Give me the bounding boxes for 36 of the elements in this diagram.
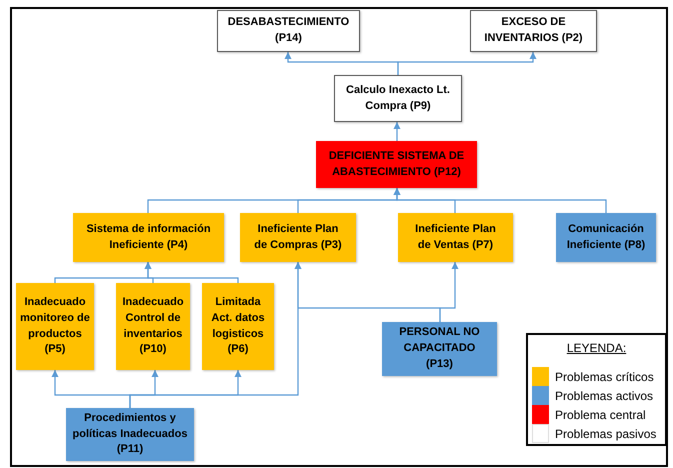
problem-box (556, 213, 656, 262)
legend-label: Problemas críticos (555, 370, 654, 384)
problem-box (382, 322, 497, 376)
problem-text: DEFICIENTE SISTEMA DE ABASTECIMIENTO (P12) (328, 148, 466, 180)
problem-text: Ineficiente Plan de Ventas (P7) (414, 222, 497, 252)
arrow (439, 262, 458, 322)
problem-text: Limitada Act. datos logisticos (P6) (210, 294, 266, 358)
problem-box (240, 213, 356, 262)
problem-box (116, 283, 190, 370)
arrow (394, 188, 607, 213)
problem-text: EXCESO DE INVENTARIOS (P2) (483, 15, 584, 46)
problem-box (316, 141, 477, 188)
arrow (144, 262, 239, 283)
problem-text: Comunicación Ineficiente (P8) (566, 222, 646, 252)
problem-box (398, 213, 513, 262)
problem-box (470, 10, 597, 52)
problem-text: DESABASTECIMIENTO (P14) (226, 15, 350, 46)
problem-text: Procedimientos y políticas Inadecuados (P11) (72, 410, 188, 458)
problem-text: Sistema de información Ineficiente (P4) (85, 222, 212, 252)
problem-box (66, 408, 194, 461)
problem-box (16, 283, 94, 370)
problem-text: Ineficiente Plan de Compras (P3) (254, 222, 342, 252)
problem-box (73, 213, 224, 262)
arrow (394, 122, 400, 141)
arrow (397, 52, 536, 75)
problem-text: Inadecuado monitoreo de productos (P5) (19, 294, 91, 358)
legend-label: Problemas pasivos (555, 426, 656, 440)
legend-title: LEYENDA: (566, 341, 628, 355)
problem-box (217, 10, 360, 52)
legend-label: Problema central (555, 408, 646, 422)
problem-text: Calculo Inexacto Lt. Compra (P9) (345, 82, 451, 114)
problem-text: Inadecuado Control de inventarios (P10) (121, 294, 185, 358)
problem-box (202, 283, 274, 370)
legend-label: Problemas activos (555, 388, 654, 402)
problem-text: PERSONAL NO CAPACITADO (P13) (398, 325, 481, 372)
problem-box (334, 75, 462, 122)
